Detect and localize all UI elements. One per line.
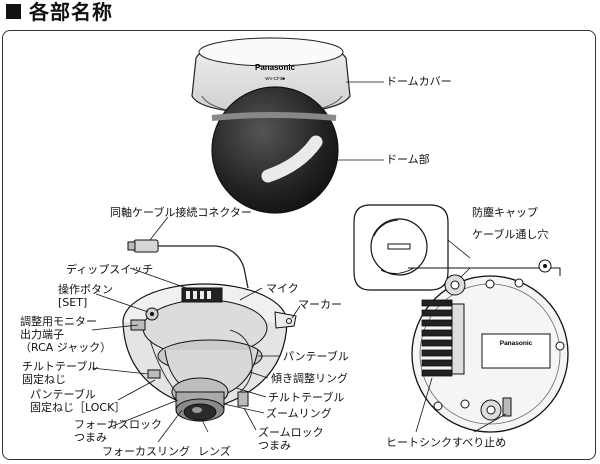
dome-camera-top (191, 37, 351, 214)
label-focus-lock-2: つまみ (74, 431, 107, 444)
dome-shape (211, 86, 339, 214)
label-lens: レンズ (198, 445, 231, 458)
label-tilt-fix-1: チルトテーブル (22, 360, 99, 373)
label-tilt-fix-2: 固定ねじ (22, 373, 66, 386)
label-tilt-table: チルトテーブル (268, 391, 345, 404)
label-zoom-lock-1: ズームロック (258, 426, 324, 439)
heading-marker (6, 4, 21, 19)
label-monitor-1: 調整用モニター (20, 315, 97, 328)
label-dip-switch: ディップスイッチ (66, 263, 154, 276)
dust-cap-inset (353, 204, 449, 291)
camera-model-text: WV-CF3■ (265, 76, 285, 81)
label-dome-part: ドーム部 (386, 153, 430, 166)
dome-cover-top (198, 37, 344, 67)
label-dome-cover: ドームカバー (386, 75, 452, 88)
camera-internal-view (122, 239, 297, 422)
label-focus-ring: フォーカスリング (102, 445, 190, 458)
label-monitor-2: 出力端子 (20, 328, 64, 341)
label-tilt-ring: 傾き調整リング (271, 372, 348, 385)
label-set-button-1: 操作ボタン (58, 283, 113, 296)
label-dust-cap: 防塵キャップ (472, 206, 538, 219)
label-anti-slip: すべり止め (452, 436, 507, 449)
page-title: 各部名称 (29, 0, 113, 24)
label-heat-sink: ヒートシンク (386, 436, 452, 449)
label-zoom-ring: ズームリング (266, 407, 332, 420)
camera-brand-text: Panasonic (255, 63, 296, 72)
bottom-brand-text: Panasonic (500, 340, 533, 347)
label-pan-fix-2: 固定ねじ［LOCK］ (30, 401, 126, 414)
label-marker: マーカー (298, 298, 342, 311)
label-pan-table: パンテーブル (283, 350, 349, 363)
label-pan-fix-1: パンテーブル (30, 388, 96, 401)
dome-highlight (261, 135, 323, 183)
label-zoom-lock-2: つまみ (258, 439, 291, 452)
label-monitor-3: （RCA ジャック） (20, 341, 112, 354)
diagram-frame (2, 30, 596, 460)
camera-bottom-view (408, 259, 569, 433)
label-focus-lock-1: フォーカスロック (74, 418, 162, 431)
label-set-button-2: [SET] (58, 296, 88, 309)
label-cable-hole: ケーブル通し穴 (472, 228, 549, 241)
label-mic: マイク (266, 282, 299, 295)
label-coax-connector: 同軸ケーブル接続コネクター (110, 206, 252, 219)
